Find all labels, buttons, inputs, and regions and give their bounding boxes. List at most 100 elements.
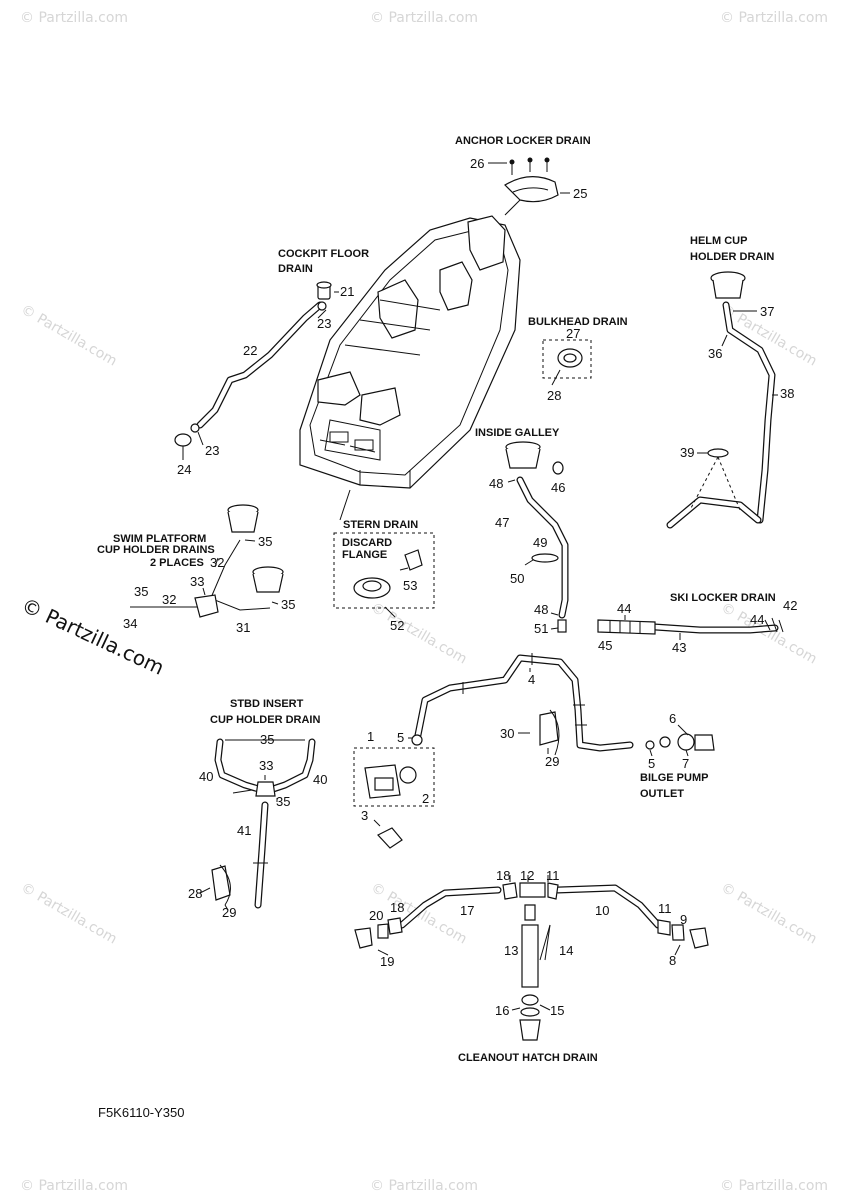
callout: 21 [340,284,354,299]
watermark-main: © Partzilla.com [18,593,168,680]
callout: 35 [134,584,148,599]
group-label: CLEANOUT HATCH DRAIN [458,1052,598,1064]
inside-galley-group: INSIDE GALLEY 48 46 47 49 50 48 51 [475,427,569,636]
group-label: COCKPIT FLOOR [278,248,369,260]
callout: 41 [237,823,251,838]
callout: 1 [367,729,374,744]
clamp [190,423,200,433]
callout: 38 [780,386,794,401]
callout: 49 [533,535,547,550]
nut [521,994,539,1006]
callout: 44 [750,612,764,627]
callout: 45 [598,638,612,653]
watermark: © Partzilla.com [18,302,120,370]
watermark: © Partzilla.com [718,600,820,668]
callout: 29 [222,905,236,920]
group-label: OUTLET [640,788,684,800]
clamp [317,301,327,311]
callout: 29 [545,754,559,769]
clamp [547,882,559,900]
callout: 19 [380,954,394,969]
group-label: HOLDER DRAIN [690,251,774,263]
ski-locker-drain-group: SKI LOCKER DRAIN 44 42 44 45 43 [597,592,797,655]
callout: 10 [595,903,609,918]
group-label: CUP HOLDER DRAIN [210,714,320,726]
callout: 18 [390,900,404,915]
watermark: © Partzilla.com [718,880,820,948]
swim-platform-drain-group: SWIM PLATFORM CUP HOLDER DRAINS 2 PLACES… [97,504,295,635]
callout: 16 [495,1003,509,1018]
screw-icon [527,157,533,172]
watermark: © Partzilla.com [368,600,470,668]
drain-cover [504,176,559,203]
callout: 35 [258,534,272,549]
watermark: © Partzilla.com [20,1178,128,1194]
callout: 25 [573,186,587,201]
callout: 35 [281,597,295,612]
callout: 48 [489,476,503,491]
group-label: BILGE PUMP [640,772,708,784]
group-label: CUP HOLDER DRAINS [97,544,215,556]
callout: 47 [495,515,509,530]
group-label: STBD INSERT [230,698,304,710]
group-label: STERN DRAIN [343,519,418,531]
group-label: 2 PLACES [150,557,204,569]
clamp [502,882,518,900]
callout: 11 [658,901,672,916]
callout: 35 [276,794,290,809]
drain-plug [404,549,423,571]
callout: 27 [566,326,580,341]
stbd-insert-drain-group: STBD INSERT CUP HOLDER DRAIN 35 40 33 40… [188,698,327,920]
callout: 32 [162,592,176,607]
bracket [539,711,559,746]
callout: 32 [210,555,224,570]
callout: 40 [199,769,213,784]
anchor-locker-drain-group: ANCHOR LOCKER DRAIN 26 25 [455,135,591,216]
cleanout-hatch-drain-group: 18 12 11 17 10 20 18 11 9 19 14 13 8 16 … [354,868,709,1064]
strainer [377,827,403,849]
callout: 37 [760,304,774,319]
callout: 42 [783,598,797,613]
callout: 28 [188,886,202,901]
nut [645,740,655,750]
callout: 23 [317,316,331,331]
watermark: © Partzilla.com [720,1178,828,1194]
callout: 36 [708,346,722,361]
callout: 48 [534,602,548,617]
callout: 7 [682,756,689,771]
clamp [411,734,423,746]
callout: 24 [177,462,191,477]
callout: 14 [559,943,573,958]
callout: 15 [550,1003,564,1018]
callout: 9 [680,912,687,927]
group-label: DRAIN [278,263,313,275]
group-label: ANCHOR LOCKER DRAIN [455,135,591,147]
gasket [677,733,695,751]
drain-fitting [519,1019,541,1041]
clamp [707,448,729,458]
hose-13 [521,924,539,988]
callout: 22 [243,343,257,358]
bellows-fitting [597,619,656,635]
fitting [557,619,567,633]
callout: 50 [510,571,524,586]
outlet-fitting [694,734,715,751]
callout: 5 [397,730,404,745]
boat-hull-illustration [299,215,521,489]
callout: 43 [672,640,686,655]
callout: 5 [648,756,655,771]
clamp [531,553,559,563]
callout: 13 [504,943,518,958]
figure-code: F5K6110-Y350 [98,1105,185,1120]
callout: 4 [528,672,535,687]
group-label: SKI LOCKER DRAIN [670,592,776,604]
watermark: © Partzilla.com [18,880,120,948]
callout: 39 [680,445,694,460]
callout: 51 [534,621,548,636]
screw-icon [544,157,550,172]
callout: 33 [190,574,204,589]
group-label: DISCARD [342,537,392,549]
helm-cup-holder-drain-group: HELM CUP HOLDER DRAIN 37 36 38 39 [666,235,794,529]
screw-icon [509,159,515,175]
